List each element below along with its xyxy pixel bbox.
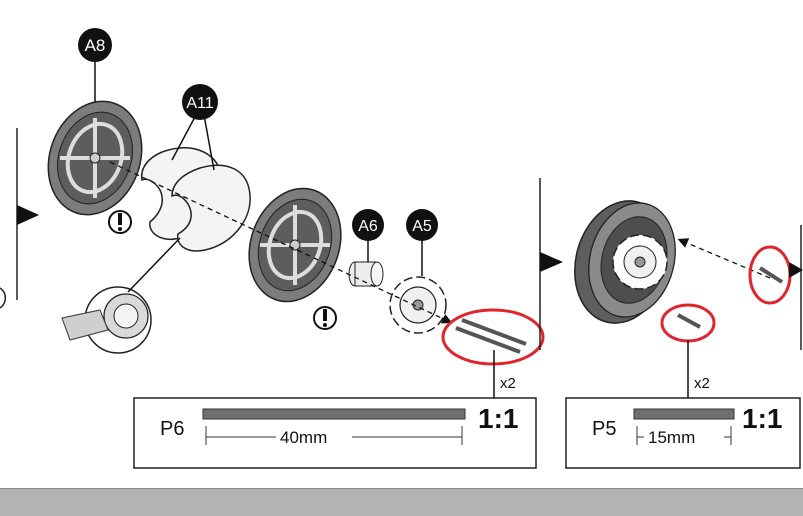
- bottom-toolbar: [0, 488, 803, 516]
- highlight-circle: [441, 308, 545, 366]
- wheel-plate-a8: [47, 100, 143, 216]
- quantity-label: x2: [694, 375, 710, 392]
- a11-callout-line-left: [171, 114, 197, 161]
- highlight-circle: [660, 303, 716, 343]
- dimension-label: 40mm: [280, 428, 327, 447]
- right-step-arrow-icon: [789, 262, 803, 278]
- spacer-plate-a11-back: [171, 164, 251, 252]
- left-step-arrow-icon: [17, 205, 39, 225]
- scale-box-p5: P5 15mm 1:1: [565, 397, 801, 469]
- gear-a5: [389, 276, 447, 334]
- gear-callout-line: [127, 237, 181, 293]
- a11-callout-line-right: [203, 114, 215, 171]
- part-badge-a5: A5: [406, 209, 438, 241]
- part-badge-a8: A8: [78, 28, 112, 62]
- pin-p5-actual-size: [633, 408, 735, 420]
- wheel-axis-dashed: [677, 238, 771, 279]
- svg-text:A11: A11: [186, 95, 213, 112]
- middle-step-arrow-icon: [540, 252, 563, 272]
- scale-box-p6: P6 40mm 1:1: [133, 397, 537, 469]
- assembled-wheel: [574, 200, 676, 324]
- wheel-plate-middle: [248, 187, 342, 303]
- svg-text:A6: A6: [358, 218, 378, 235]
- rod-p6-actual-size: [202, 408, 466, 420]
- svg-text:A8: A8: [85, 36, 106, 55]
- pin-p5-loose: [677, 313, 701, 329]
- warning-icon: [108, 210, 132, 234]
- svg-text:A5: A5: [412, 218, 432, 235]
- dimension-label: 15mm: [648, 428, 695, 447]
- scale-ratio-label: 1:1: [478, 403, 518, 434]
- spacer-a6: [348, 261, 384, 287]
- left-edge-arc: [0, 287, 7, 309]
- warning-icon: [313, 306, 337, 330]
- part-badge-a11: A11: [182, 84, 218, 120]
- quantity-label: x2: [500, 375, 516, 392]
- scale-box-part-label: P6: [160, 418, 184, 440]
- pin-p5-inserted: [758, 266, 784, 284]
- rod-p6-pair: [455, 318, 527, 354]
- part-badge-a6: A6: [352, 209, 384, 241]
- scale-box-part-label: P5: [592, 418, 616, 440]
- scale-ratio-label: 1:1: [742, 403, 782, 434]
- gear-hand-illustration: [61, 286, 152, 354]
